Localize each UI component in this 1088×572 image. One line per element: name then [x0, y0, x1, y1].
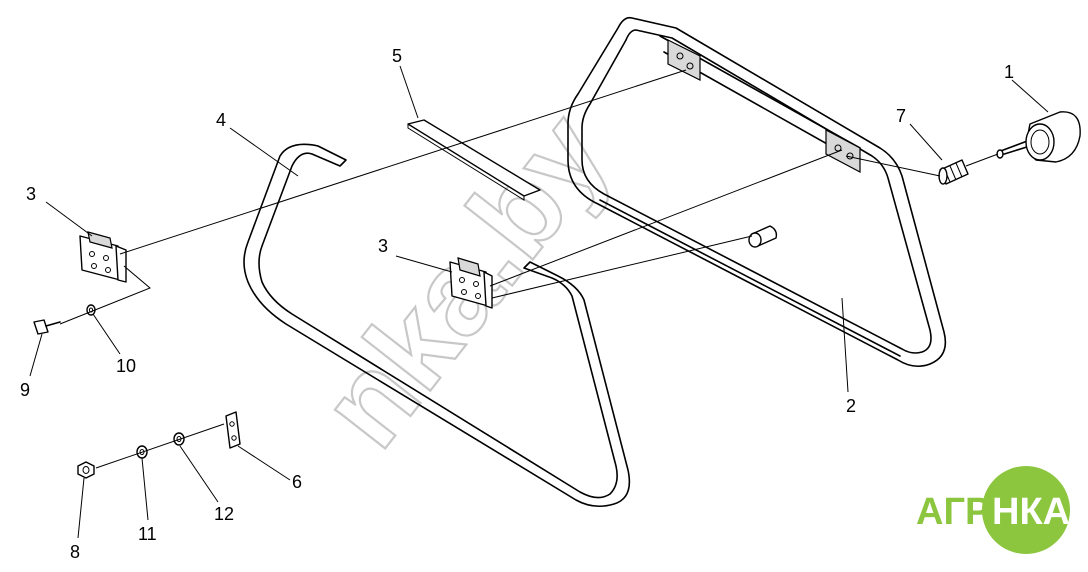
part-3-hinge-right [449, 257, 493, 309]
logo-circle [982, 466, 1070, 554]
callout-2: 2 [846, 396, 856, 416]
callout-3-left: 3 [26, 184, 36, 204]
logo-right-text: НКА [992, 491, 1070, 533]
callout-12: 12 [214, 504, 234, 524]
logo-left-text: АГРО [916, 491, 1019, 533]
part-6-plate [225, 411, 241, 449]
part-8-nut [77, 461, 95, 479]
callout-9: 9 [20, 380, 30, 400]
callout-7: 7 [896, 106, 906, 126]
callout-11: 11 [138, 524, 157, 544]
part-5-strip [407, 119, 541, 201]
part-7-spring [938, 159, 969, 185]
part-9-bolt [33, 319, 61, 335]
part-4-frame [243, 143, 631, 508]
part-3-hinge-left [79, 231, 127, 283]
callout-4: 4 [216, 110, 226, 130]
agronka-logo: АГРО НКА [916, 466, 1070, 554]
callout-1: 1 [1004, 62, 1014, 82]
callout-10: 10 [116, 356, 136, 376]
callout-leaders [29, 65, 1049, 539]
callout-5: 5 [392, 46, 402, 66]
part-1-grip [996, 111, 1081, 163]
assembly-lines [59, 69, 999, 469]
callout-6: 6 [292, 472, 302, 492]
callout-3-right: 3 [378, 236, 388, 256]
part-2-frame [567, 16, 947, 368]
callout-8: 8 [70, 542, 80, 562]
